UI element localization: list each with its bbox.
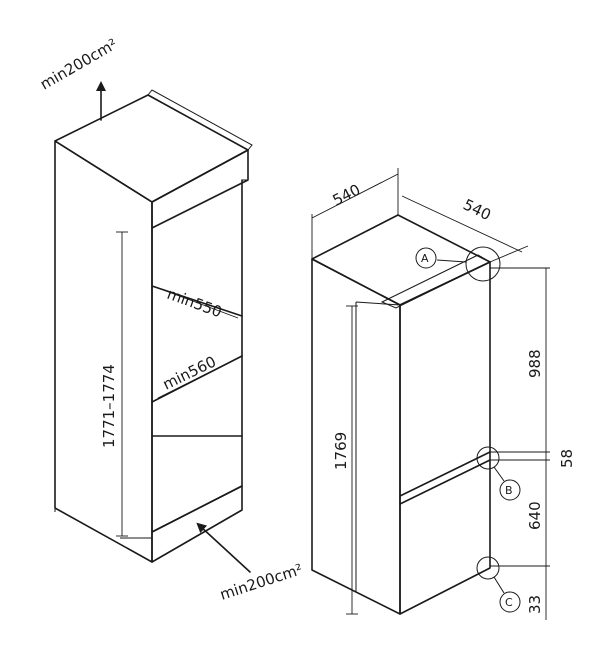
callout-b-label: B: [505, 484, 513, 497]
height-label: 1769: [332, 432, 350, 470]
cabinet-inner-wall: [151, 179, 243, 533]
appliance-front: [399, 261, 491, 615]
appliance-top-face: [311, 214, 491, 306]
callout-a-label: A: [421, 252, 429, 265]
vent-bottom-arrow: [196, 522, 251, 573]
callout-a-circle: [465, 246, 501, 282]
vent-top-label: min200cm²: [37, 35, 120, 93]
appliance-drawing: 540 540 1769 988 58 640 33 A B C: [311, 168, 576, 620]
cabinet-top-face: [54, 94, 249, 203]
callout-c-label: C: [505, 596, 513, 609]
width-dim-line: [311, 173, 399, 219]
dim-gap-label: 58: [558, 449, 576, 468]
cabinet-top-lip: [147, 89, 253, 151]
niche-height-label: 1771–1774: [100, 364, 118, 448]
dim-bottom-label: 33: [526, 595, 544, 614]
width-label: 540: [330, 181, 364, 210]
niche-width-bottom-dim: [157, 357, 239, 399]
depth-label: 540: [460, 195, 494, 224]
vent-bottom-label: min200cm²: [218, 560, 305, 604]
dim-upper-label: 988: [526, 349, 544, 378]
cabinet-niche-drawing: min200cm² 1771–1774 min550 min560 min200…: [37, 35, 305, 604]
callout-b-marker: [499, 479, 521, 501]
niche-width-top-dim: [157, 287, 239, 319]
cabinet-left-panel: [54, 140, 153, 563]
callout-c-marker: [499, 591, 521, 613]
cabinet-front-trim: [151, 149, 249, 229]
callout-c-circle: [476, 556, 500, 580]
appliance-door-split-upper: [399, 451, 491, 497]
appliance-hinge-strip: [380, 254, 492, 309]
depth-dim-line: [401, 195, 523, 253]
callout-a-marker: [415, 247, 437, 269]
dim-lower-label: 640: [526, 501, 544, 530]
cabinet-plinth: [151, 485, 243, 563]
appliance-door-split-lower: [399, 459, 491, 505]
callout-b-circle: [476, 446, 500, 470]
niche-width-top-label: min550: [165, 285, 225, 321]
